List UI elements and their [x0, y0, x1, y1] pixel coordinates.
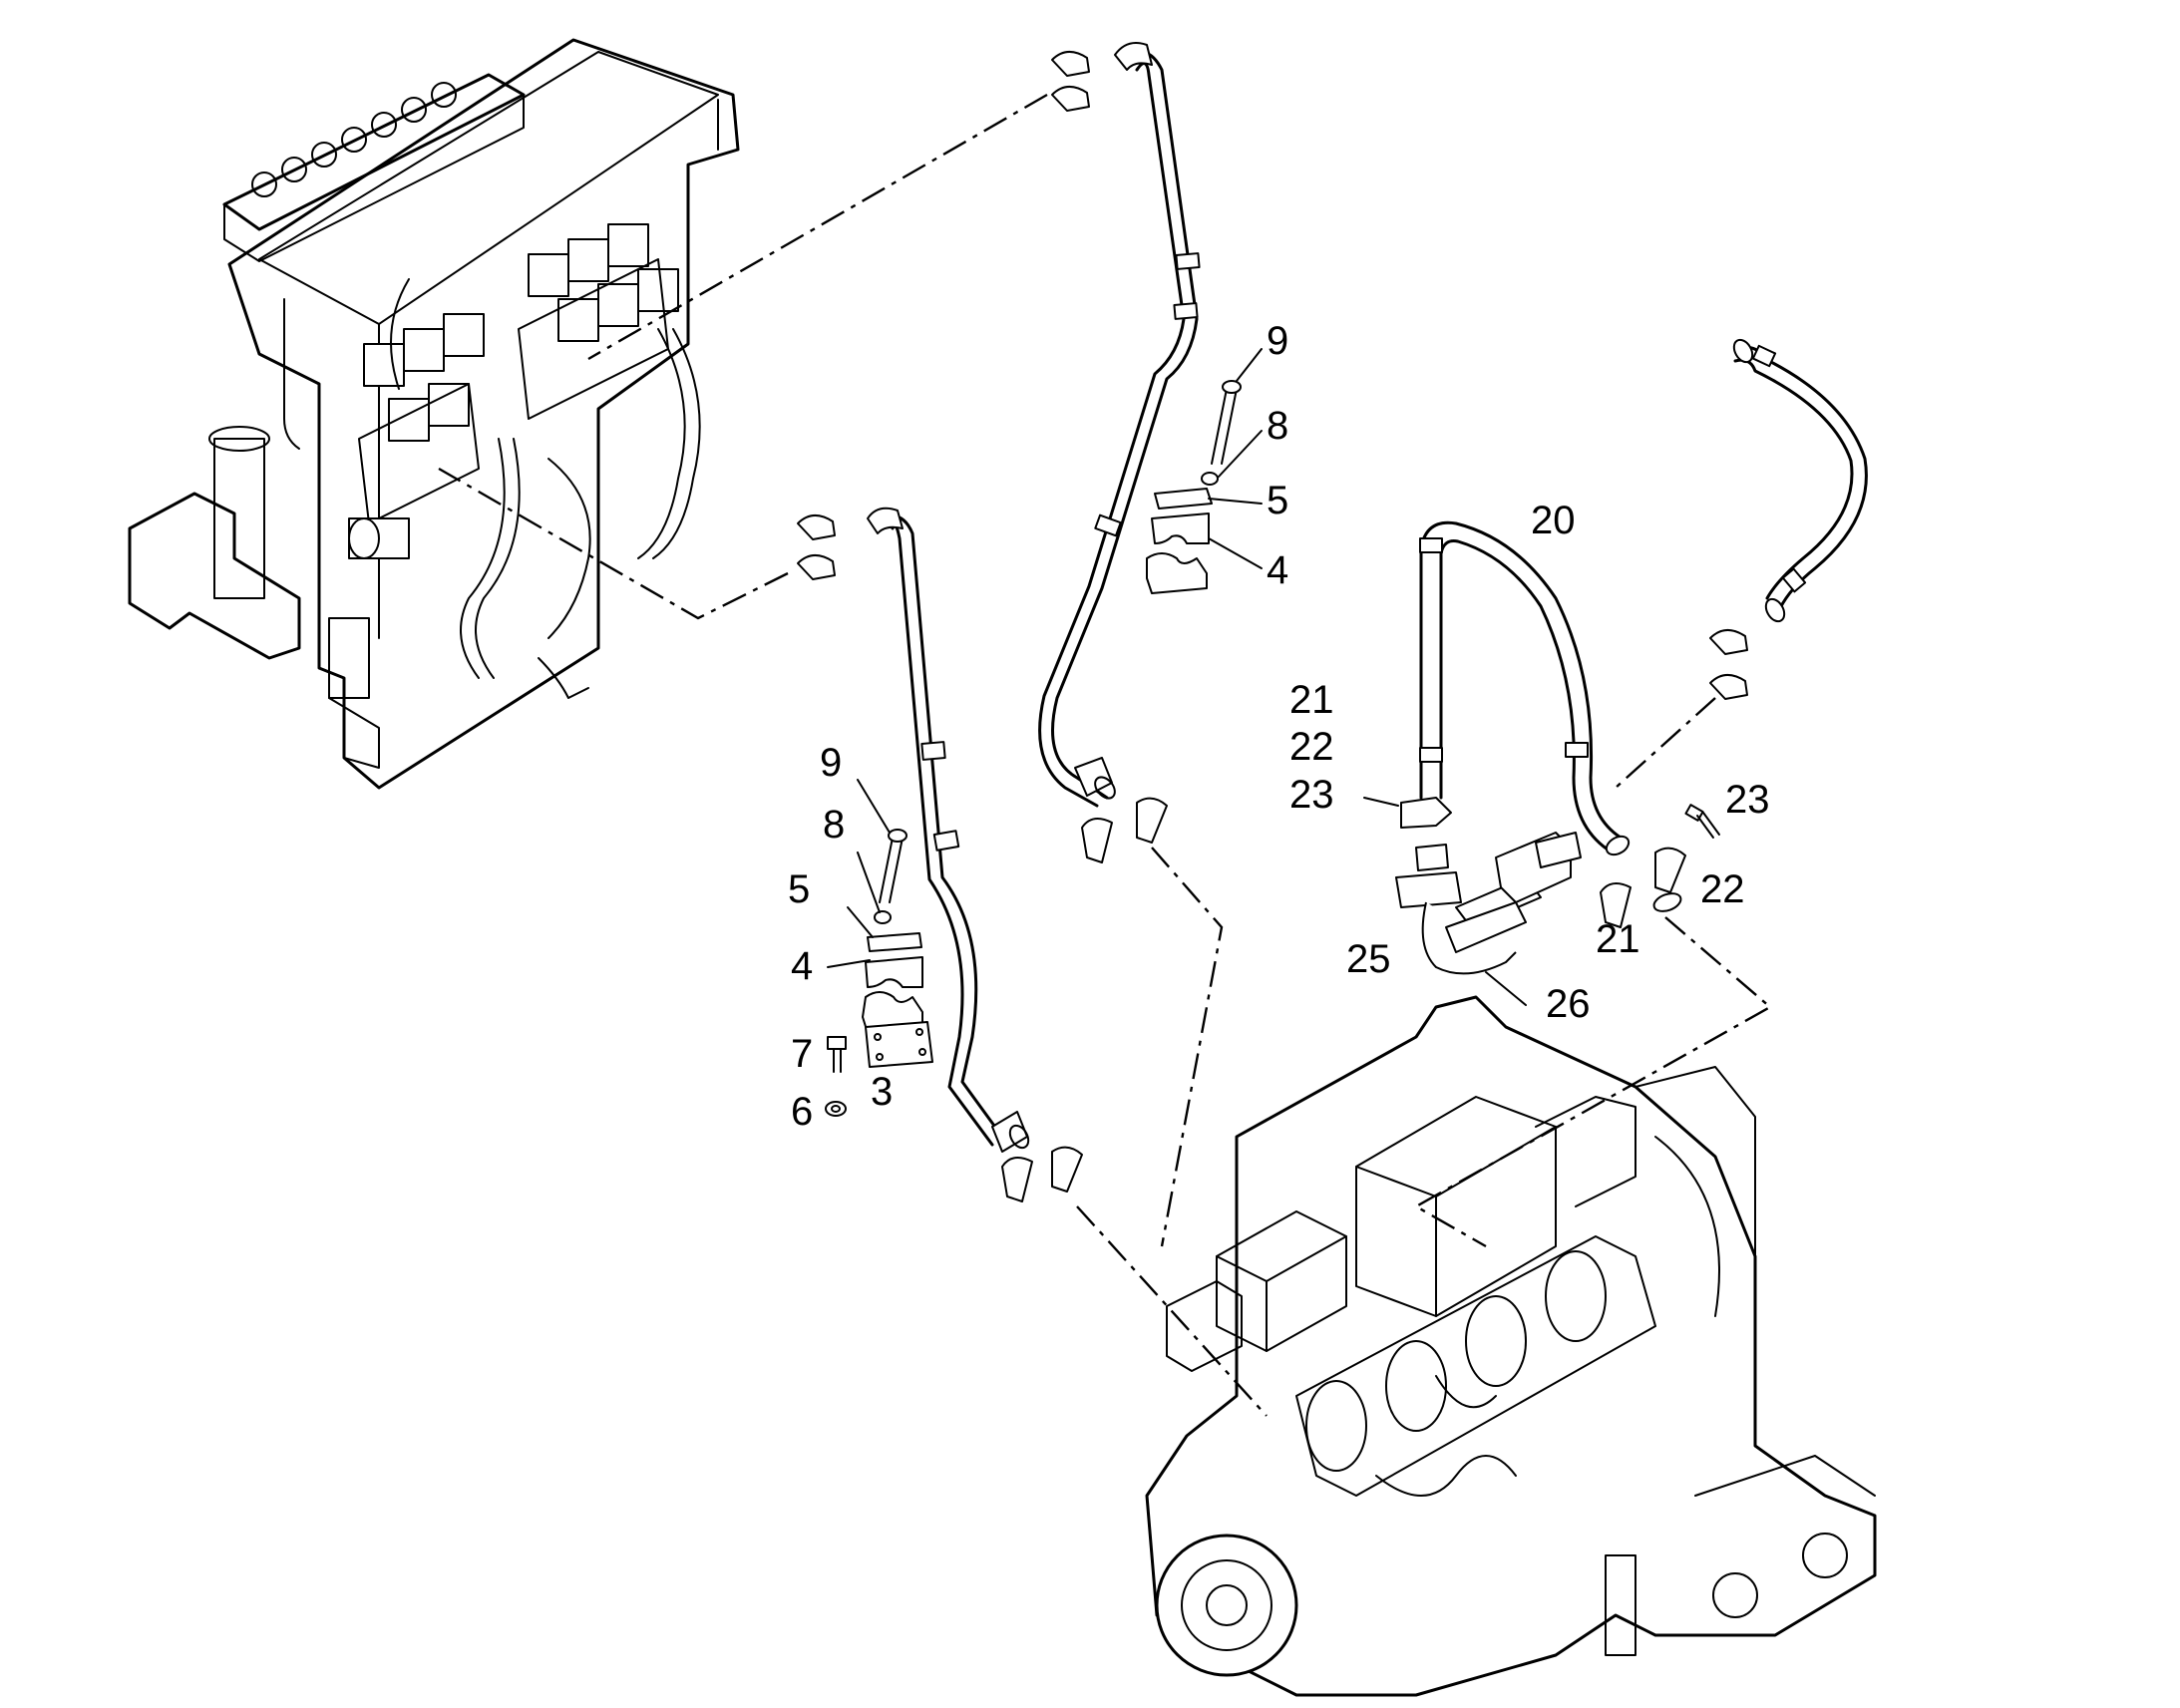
- callout-23-left: 23: [1289, 773, 1334, 817]
- hydraulic-hose-20: [1419, 520, 1631, 856]
- top-manifold-rail: [222, 73, 526, 262]
- hydraulic-hose-left: [867, 507, 1030, 1153]
- callout-25: 25: [1346, 937, 1391, 981]
- clamp-parts-stack-upper: [1146, 380, 1242, 594]
- callout-9-upper: 9: [1267, 319, 1288, 363]
- callout-23-right: 23: [1725, 778, 1770, 822]
- transmission-assembly: [1145, 995, 1877, 1697]
- callout-20: 20: [1531, 499, 1576, 542]
- valve-block-frame-assembly: [128, 38, 740, 790]
- split-flange-halves: [797, 51, 1748, 1202]
- callout-26: 26: [1546, 982, 1591, 1026]
- callout-22-left: 22: [1289, 725, 1334, 769]
- hose-left-end-fitting: [991, 1111, 1030, 1153]
- callout-9-lower: 9: [820, 741, 842, 785]
- callout-leader-lines: [827, 348, 1527, 1006]
- callout-numbers: 9 8 5 4 9 8 5 4 7 3 6 20 21 22 23 25 26 …: [788, 319, 1770, 1134]
- hydraulic-hose-center: [1038, 42, 1201, 808]
- solenoid-valve-group-left: [358, 313, 485, 524]
- hydraulic-hose-right: [1732, 338, 1868, 623]
- callout-6: 6: [791, 1090, 813, 1134]
- hose-center-end-fitting: [1074, 757, 1116, 800]
- fitting-assembly-25-26: [1395, 797, 1720, 975]
- callout-5-upper: 5: [1267, 479, 1288, 522]
- solenoid-valve-group-right: [518, 223, 679, 420]
- callout-4-upper: 4: [1267, 548, 1288, 592]
- callout-3: 3: [871, 1070, 893, 1114]
- callout-7: 7: [791, 1032, 813, 1076]
- callout-5-lower: 5: [788, 867, 810, 911]
- callout-21-left: 21: [1289, 678, 1334, 722]
- callout-4-lower: 4: [791, 944, 813, 988]
- callout-21-right: 21: [1596, 917, 1640, 961]
- clamp-parts-stack-lower: [825, 829, 933, 1117]
- callout-8-upper: 8: [1267, 404, 1288, 448]
- callout-8-lower: 8: [823, 803, 845, 847]
- assembly-leader-lines: [438, 93, 1773, 1417]
- callout-22-right: 22: [1700, 867, 1745, 911]
